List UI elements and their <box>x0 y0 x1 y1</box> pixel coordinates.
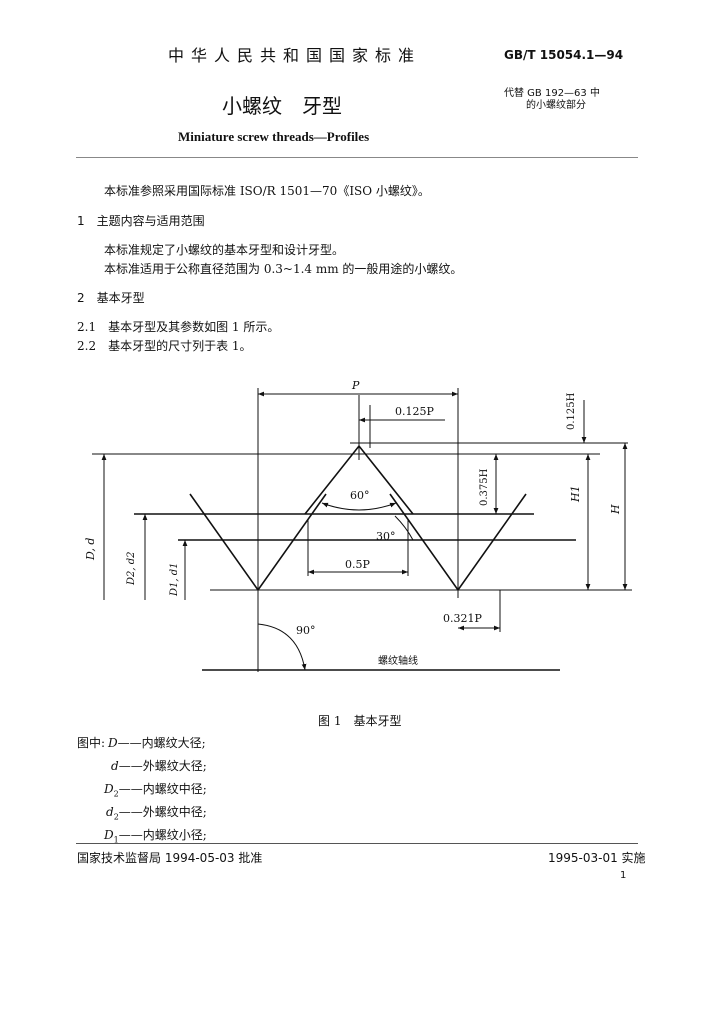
label-0375H: 0.375H <box>479 468 490 506</box>
effective-date: 1995-03-01 实施 <box>548 851 646 865</box>
label-H1: H1 <box>569 485 582 503</box>
section-2-heading: 2 基本牙型 <box>77 291 145 305</box>
footer-divider <box>76 843 638 844</box>
replacement-line-2: 的小螺纹部分 <box>526 100 586 111</box>
legend-subscript: 2 <box>113 812 119 822</box>
label-0125H: 0.125H <box>566 392 577 430</box>
legend-description: ——外螺纹大径; <box>118 759 207 773</box>
legend-description: ——外螺纹中径; <box>118 805 207 819</box>
english-title: Miniature screw threads—Profiles <box>178 129 370 144</box>
intro-paragraph: 本标准参照采用国际标准 ISO/R 1501—70《ISO 小螺纹》。 <box>104 184 430 198</box>
label-D1d1: D1, d1 <box>169 562 180 597</box>
label-0125P: 0.125P <box>395 405 434 418</box>
label-Dd: D, d <box>84 538 97 561</box>
label-thread-axis: 螺纹轴线 <box>378 654 418 667</box>
replacement-line-1: 代替 GB 192—63 中 <box>504 88 600 99</box>
label-D2d2: D2, d2 <box>126 551 137 586</box>
legend-description: ——内螺纹大径; <box>117 736 206 750</box>
label-60: 60° <box>350 489 370 502</box>
legend-symbol: d <box>106 805 114 819</box>
legend-description: ——内螺纹中径; <box>118 782 207 796</box>
approval-info: 国家技术监督局 1994-05-03 批准 <box>77 851 263 865</box>
legend-intro: 图中: <box>77 736 106 750</box>
legend-symbol: D <box>104 828 114 842</box>
legend-subscript: 1 <box>113 835 119 845</box>
label-30: 30° <box>376 530 396 543</box>
legend-item: D——内螺纹大径; <box>108 734 206 751</box>
legend-item: D2——内螺纹中径; <box>104 780 207 798</box>
legend-item: d——外螺纹大径; <box>111 757 207 774</box>
legend-description: ——内螺纹小径; <box>118 828 207 842</box>
legend-symbol: d <box>111 759 119 773</box>
label-P: P <box>351 379 360 392</box>
standard-number: GB/T 15054.1—94 <box>504 48 624 62</box>
legend-item: d2——外螺纹中径; <box>106 803 207 821</box>
legend-item: D1——内螺纹小径; <box>104 826 207 844</box>
section-1-paragraph-1: 本标准规定了小螺纹的基本牙型和设计牙型。 <box>104 243 345 257</box>
clause-2-2: 2.2 基本牙型的尺寸列于表 1。 <box>77 339 252 353</box>
right-angle-arc <box>257 623 307 671</box>
standard-header-title: 中华人民共和国国家标准 <box>168 46 422 65</box>
label-90: 90° <box>296 624 316 637</box>
section-1-heading: 1 主题内容与适用范围 <box>77 214 205 228</box>
legend-subscript: 2 <box>113 789 119 799</box>
section-1-paragraph-2: 本标准适用于公称直径范围为 0.3~1.4 mm 的一般用途的小螺纹。 <box>104 262 463 276</box>
thread-profile-figure: P 0.125P 60° 30° 0.5P 0.321P 90° 螺纹轴线 0.… <box>84 379 632 672</box>
label-0321P: 0.321P <box>443 612 482 625</box>
figure-caption: 图 1 基本牙型 <box>318 714 402 728</box>
clause-2-1: 2.1 基本牙型及其参数如图 1 所示。 <box>77 320 280 334</box>
legend-symbol: D <box>104 782 114 796</box>
label-H: H <box>609 504 622 515</box>
page-number: 1 <box>620 870 627 881</box>
label-05P: 0.5P <box>345 558 370 571</box>
replacement-note: 代替 GB 192—63 中 的小螺纹部分 <box>504 88 600 112</box>
header-divider <box>76 157 638 158</box>
legend-symbol: D <box>108 736 118 750</box>
document-title: 小螺纹 牙型 <box>222 94 342 118</box>
